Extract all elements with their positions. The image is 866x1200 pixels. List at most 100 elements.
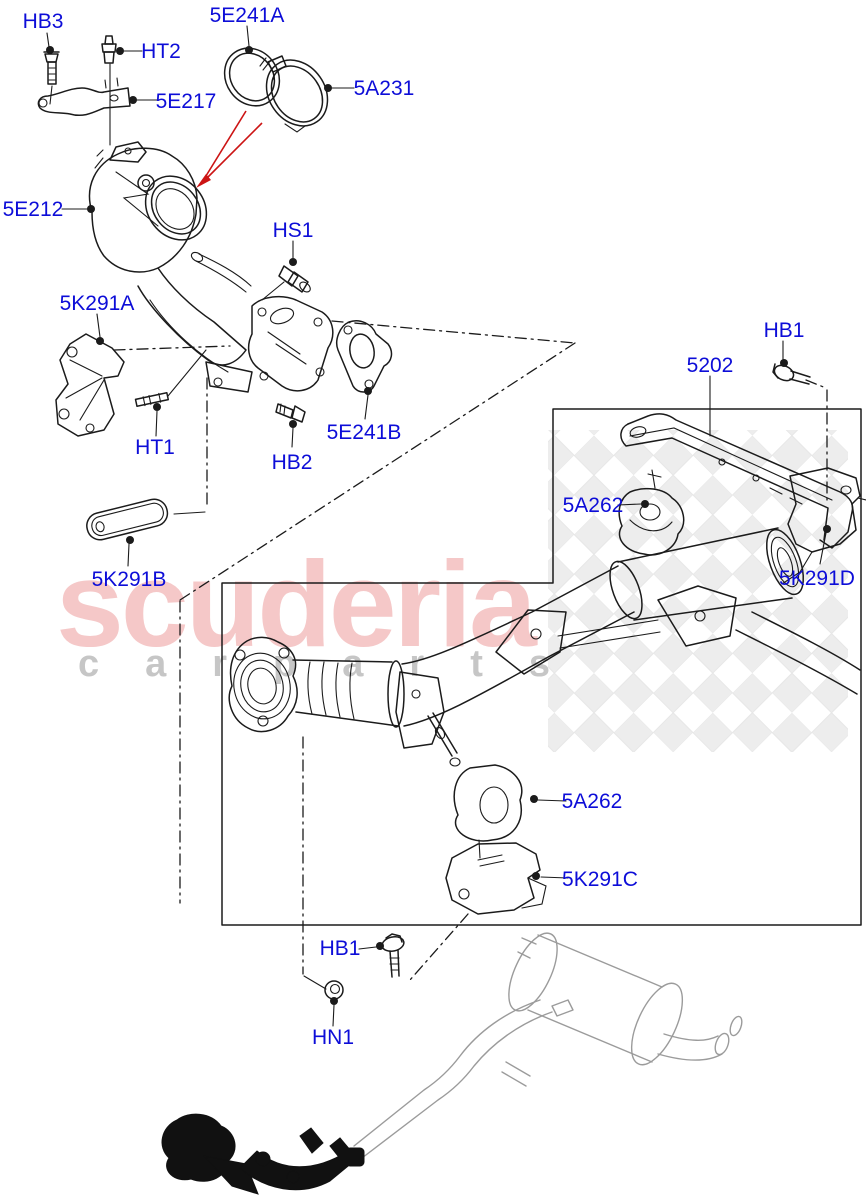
a231-tbolt: [259, 57, 272, 71]
label-5e212: 5E212: [3, 198, 64, 221]
bolt-hb2: [275, 403, 306, 423]
k291c-hole: [458, 888, 470, 900]
k291a-outline: [55, 333, 125, 437]
hb1-bottom-drop-line: [409, 913, 469, 981]
hn1-elbow: [303, 975, 327, 990]
label-5e241b: 5E241B: [327, 421, 402, 444]
label-hb2: HB2: [272, 451, 313, 474]
cat-outlet-ring-outer: [144, 175, 208, 241]
part-labels: HB3 HT2 5E217 5E241A 5A231 5E212 HS1 5K2…: [3, 4, 855, 1049]
k291a-align-line: [113, 345, 231, 351]
k291d-tick: [857, 497, 866, 501]
bracket-5202: [620, 413, 854, 549]
hn1-inner: [329, 983, 341, 995]
tailpipe-tip-2: [729, 1015, 743, 1037]
heatshield-5k291b: [86, 498, 169, 541]
hb2-head: [291, 405, 306, 423]
manifold-flange: [247, 295, 334, 392]
nut-hn1: [324, 980, 344, 1000]
pipe-bracket-hole: [411, 689, 421, 699]
a231-tbolt-block: [267, 55, 287, 73]
leader-lines: [46, 25, 831, 1027]
red-line-2: [200, 122, 263, 185]
ht2-barrel: [103, 51, 115, 64]
bolt-hb1-bottom: [381, 933, 405, 978]
gasket-5e241b: [336, 320, 393, 393]
cat-boss-outer: [137, 174, 155, 192]
cat-shield-seam: [115, 171, 159, 227]
sensor-hs1: [261, 265, 311, 301]
label-5k291d: 5K291D: [779, 567, 855, 590]
projection-line-upper: [331, 320, 576, 344]
mid-pipe-upper: [353, 999, 541, 1147]
clamp-5a231: [259, 55, 329, 133]
b5202-slot: [629, 426, 647, 438]
exit-pipe: [735, 611, 861, 695]
k291a-hole-1: [66, 346, 78, 358]
hb1t-flange: [773, 364, 795, 382]
hb1t-shaft: [789, 370, 811, 385]
b5202-lower-edge: [620, 423, 829, 541]
hb1b-flange: [381, 936, 405, 952]
bellows-ring-1: [233, 652, 291, 720]
label-5k291b: 5K291B: [92, 568, 167, 591]
flange-hole-3: [315, 367, 325, 377]
label-5k291c: 5K291C: [562, 868, 638, 891]
a262u-stud: [647, 469, 662, 489]
muffler-top-edge: [537, 934, 663, 988]
label-5202: 5202: [687, 354, 734, 377]
e217-strap: [37, 87, 131, 117]
bolt-hb1-top: [772, 363, 811, 385]
a231-band-inner: [270, 65, 324, 123]
flex-corrugations: [307, 661, 355, 720]
ht1-collars: [142, 392, 162, 407]
b5202-hole-2: [752, 474, 760, 482]
pipe-bottom-edge: [403, 611, 635, 727]
k291c-outline: [445, 842, 541, 915]
a262u-bore: [639, 503, 661, 521]
cat-bottom-tab-hole: [213, 377, 223, 387]
watermark-checker-flag: [548, 430, 848, 752]
exhaust-overview-drawing: [353, 932, 743, 1159]
flange-port: [269, 307, 295, 325]
k291d-arm: [781, 551, 813, 585]
flange-runner-lines: [267, 331, 307, 365]
cat-top-tab: [109, 141, 147, 163]
a262u-body: [618, 487, 685, 556]
k291a-ribs: [65, 359, 105, 421]
a262l-body: [453, 764, 523, 842]
silhouette-clamp-1: [255, 1151, 271, 1167]
cat-neck-seam: [149, 299, 229, 373]
pipe-bracket-plate: [395, 671, 445, 749]
mid-pipe-lower: [361, 1011, 553, 1159]
cat-left-tab: [94, 149, 104, 169]
detail-box-outline: [221, 408, 862, 926]
bellows-ring-2: [240, 659, 284, 713]
cat-boss-inner: [141, 178, 151, 188]
bracket-5k291d: [781, 467, 866, 585]
label-5a262-lower: 5A262: [562, 790, 623, 813]
label-ht1: HT1: [135, 436, 175, 459]
a262l-stud: [478, 839, 481, 859]
silhouette-bracket-1: [299, 1127, 324, 1154]
hn1-outer: [324, 980, 344, 1000]
hb1t-hex: [772, 363, 779, 379]
under-bracket-1: [495, 609, 567, 675]
k291a-hole-3: [85, 423, 95, 433]
e241b-opening: [349, 333, 375, 369]
front-flange-hole-1: [234, 649, 246, 661]
e241b-outline: [336, 320, 393, 393]
downpipe-silhouette: [161, 1113, 365, 1195]
pipe-clamp: [501, 1061, 531, 1087]
mount-5a262-lower: [449, 757, 523, 859]
watermark-tagline-text: carparts: [78, 643, 596, 685]
label-ht2: HT2: [141, 40, 181, 63]
detail-box: [221, 408, 862, 926]
resonator-shell: [617, 527, 793, 621]
pipe-hanger-bracket: [551, 999, 574, 1017]
label-5e217: 5E217: [156, 90, 217, 113]
label-5a231: 5A231: [354, 77, 415, 100]
cat-outlet-ring-inner: [150, 181, 202, 235]
cat-bottom-tab: [205, 361, 253, 393]
